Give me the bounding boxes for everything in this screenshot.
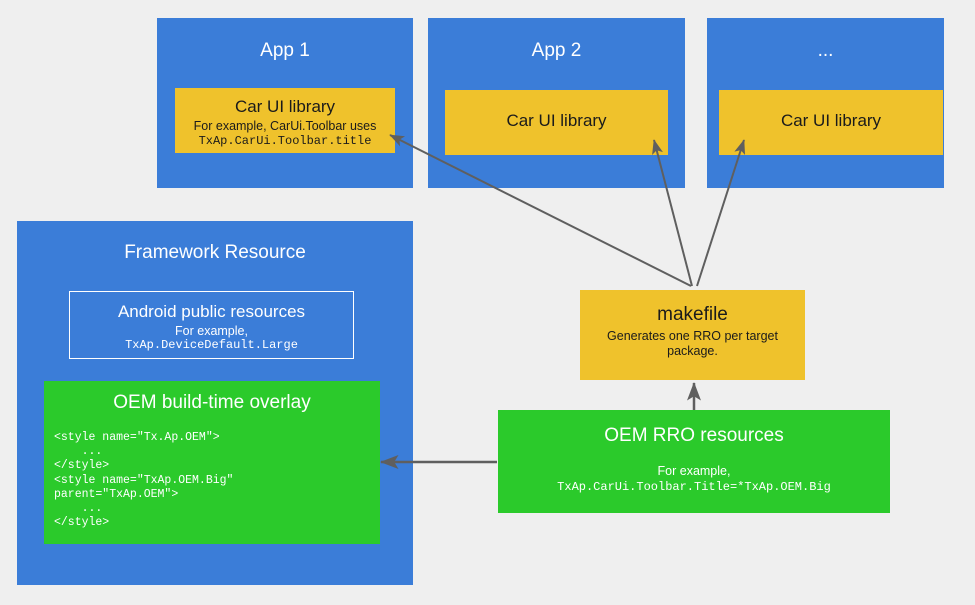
app3-car-ui-library: Car UI library	[719, 90, 943, 155]
oem-rro-resources: OEM RRO resources For example, TxAp.CarU…	[498, 410, 890, 513]
makefile-subtitle: Generates one RRO per target package.	[607, 329, 778, 358]
app1-car-ui-library-code: TxAp.CarUi.Toolbar.title	[198, 134, 372, 148]
app1-car-ui-library-subtitle: For example, CarUi.Toolbar uses	[193, 119, 377, 133]
app-card-1-title: App 1	[260, 40, 310, 61]
android-public-resources-title: Android public resources	[117, 302, 306, 321]
app2-car-ui-library: Car UI library	[445, 90, 668, 155]
android-public-resources-code: TxAp.DeviceDefault.Large	[125, 338, 298, 352]
makefile-title: makefile	[657, 304, 728, 325]
oem-build-time-overlay-title: OEM build-time overlay	[113, 392, 311, 413]
oem-build-time-overlay: OEM build-time overlay <style name="Tx.A…	[44, 381, 380, 544]
makefile: makefile Generates one RRO per target pa…	[580, 290, 805, 380]
app-card-2-title: App 2	[531, 40, 582, 61]
oem-rro-resources-title: OEM RRO resources	[604, 425, 784, 446]
oem-rro-resources-subtitle: For example,	[657, 464, 731, 478]
app3-car-ui-library-title: Car UI library	[780, 111, 882, 130]
oem-rro-resources-code: TxAp.CarUi.Toolbar.Title=*TxAp.OEM.Big	[557, 480, 831, 494]
app-card-3-title: ...	[817, 40, 834, 61]
app1-car-ui-library: Car UI library For example, CarUi.Toolba…	[175, 88, 395, 153]
app1-car-ui-library-title: Car UI library	[234, 97, 336, 116]
android-public-resources-box: Android public resources For example, Tx…	[69, 291, 354, 359]
app2-car-ui-library-title: Car UI library	[506, 111, 607, 130]
oem-build-time-overlay-code: <style name="Tx.Ap.OEM"> ... </style> <s…	[54, 431, 234, 530]
android-public-resources-subtitle: For example,	[175, 324, 248, 338]
framework-resource-title: Framework Resource	[124, 242, 306, 263]
